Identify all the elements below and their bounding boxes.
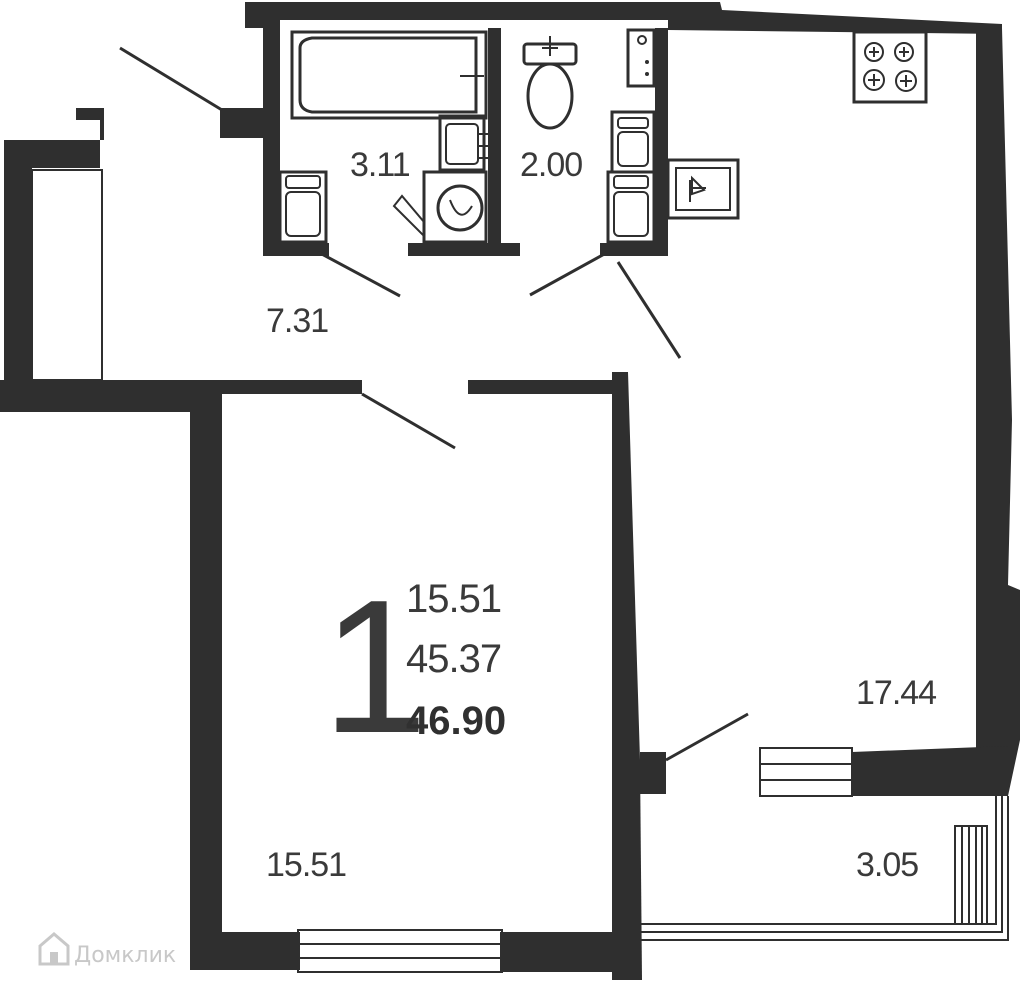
- living-area: 15.51: [406, 577, 501, 621]
- room-area-balcony: 3.05: [856, 846, 918, 884]
- room-area-toilet: 2.00: [520, 146, 582, 184]
- windows: [31, 169, 853, 973]
- room-labels: 3.11 2.00 7.31 17.44 15.51 3.05: [266, 146, 937, 884]
- door-kitchen-top: [616, 261, 682, 359]
- balcony-rail: [640, 796, 1009, 941]
- window-left-corridor: [31, 169, 103, 381]
- room-area-bathroom: 3.11: [350, 146, 410, 184]
- area-with-balcony: 46.90: [406, 699, 506, 743]
- wall-hall-right-segment: [468, 380, 618, 394]
- wall-kitchen-door-stub: [640, 752, 666, 794]
- wall-toilet-bottom: [600, 243, 668, 256]
- door-bedroom: [361, 392, 456, 450]
- wall-bath-bottom-a: [263, 243, 329, 256]
- rooms-count: 1: [322, 561, 428, 773]
- toilet-riser: [626, 28, 656, 88]
- wall-divider-bath-toilet: [488, 28, 501, 256]
- kitchen-sink: [666, 158, 740, 220]
- wall-left-upper: [4, 108, 104, 380]
- room-area-bedroom: 15.51: [266, 846, 346, 884]
- door-toilet: [529, 250, 609, 297]
- watermark-text: Домклик: [74, 943, 176, 968]
- home-icon: [38, 932, 70, 966]
- wall-bedroom-bottom-right: [500, 932, 620, 972]
- wall-bedroom-right: [612, 372, 642, 980]
- room-area-hallway: 7.31: [266, 302, 328, 340]
- bath-heater: [278, 170, 328, 244]
- stove: [852, 30, 928, 104]
- wall-bath-left-stub: [220, 108, 268, 138]
- balcony-radiator: [954, 825, 988, 925]
- bathtub: [290, 30, 488, 120]
- toilet-bowl: [522, 36, 578, 130]
- door-bathroom: [317, 250, 401, 298]
- wall-right: [976, 28, 1020, 796]
- wall-bedroom-left: [190, 394, 222, 932]
- watermark: Домклик: [38, 932, 176, 968]
- washing-machine: [392, 170, 488, 244]
- summary-block: 1 15.51 45.37 46.90: [322, 561, 506, 773]
- wall-left-lower: [0, 380, 362, 412]
- wall-bath-left: [263, 28, 280, 256]
- doors: [119, 46, 749, 762]
- window-kitchen: [759, 747, 853, 797]
- wall-toilet-right: [655, 28, 668, 256]
- door-entrance: [119, 46, 223, 112]
- wall-top: [245, 2, 1002, 34]
- fixtures: [278, 28, 928, 244]
- bath-sink: [438, 114, 488, 172]
- door-balcony: [665, 712, 749, 762]
- total-area: 45.37: [406, 637, 501, 681]
- wall-bedroom-bottom: [190, 932, 300, 970]
- wall-bath-bottom-b: [408, 243, 520, 256]
- room-area-kitchen: 17.44: [856, 674, 936, 712]
- window-bedroom: [297, 929, 503, 973]
- wall-kitchen-bottom: [852, 746, 1008, 796]
- toilet-boilers: [606, 110, 656, 244]
